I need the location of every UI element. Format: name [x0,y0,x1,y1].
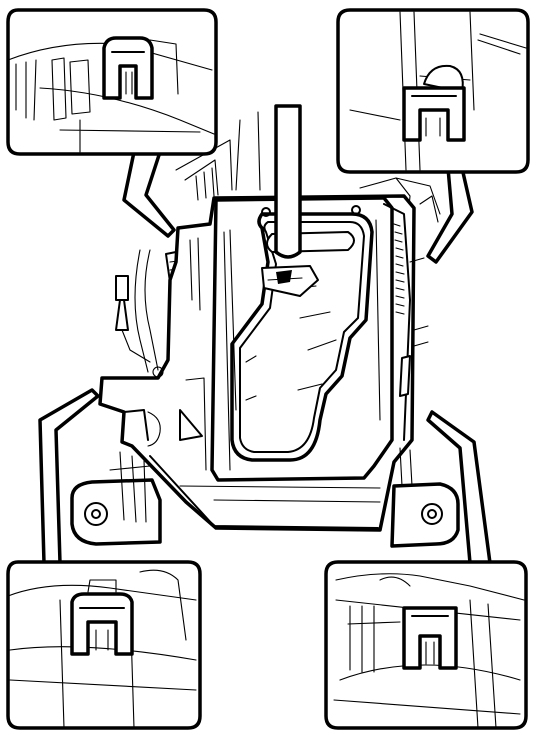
shift-lever [262,106,318,296]
bottom-mount-right [392,448,458,546]
plate-boss [352,206,360,214]
top-right-clip-detail [338,10,528,172]
bottom-mount-left [72,452,160,544]
leader-top-left [124,152,174,236]
plate-boss [262,208,270,216]
base-plate-edge [150,456,378,528]
top-left-clip-detail [8,10,216,154]
bottom-left-clip-detail [8,562,200,728]
shift-gate-inner [240,222,364,452]
main-assembly [72,106,458,546]
bracket-left-details [124,238,206,470]
ribbed-guide [376,204,428,440]
bottom-right-clip-detail [326,562,526,728]
callout-leaders [40,152,490,563]
leader-top-right [428,168,472,262]
